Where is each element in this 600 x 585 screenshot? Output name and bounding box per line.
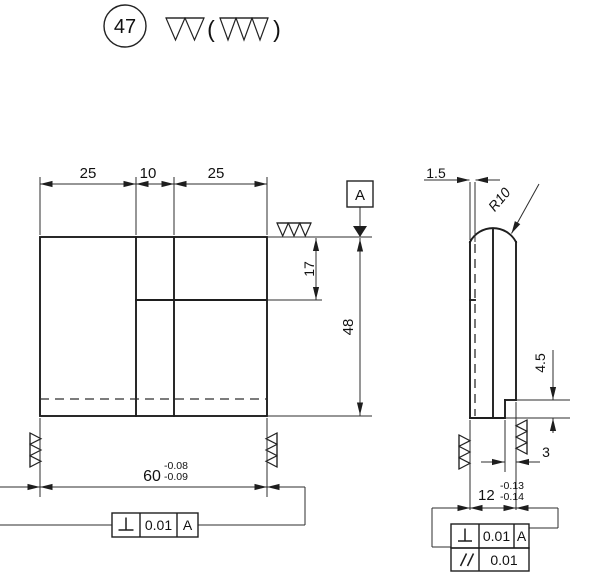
side-step-dimension-lines xyxy=(481,350,570,510)
dim-side-width-tol-upper: -0.13 xyxy=(500,480,524,492)
roughness-top-icon xyxy=(276,222,312,238)
side-fcf-row1-datum: A xyxy=(517,528,527,544)
datum-label: A xyxy=(355,187,365,204)
front-view: 25 10 25 17 48 A xyxy=(0,165,374,538)
front-top-dimension-lines xyxy=(39,177,268,235)
balloon-47: 47 xyxy=(103,4,147,48)
roughness-all-icon xyxy=(165,17,205,42)
dim-height-upper: 17 xyxy=(301,261,317,277)
balloon-circle xyxy=(103,4,147,48)
roughness-left-icon xyxy=(29,432,43,468)
side-view: 1.5 R10 4.5 3 xyxy=(424,165,570,572)
dim-width-tol-lower: -0.09 xyxy=(164,471,188,483)
roughness-side-right-icon xyxy=(514,419,528,455)
side-view-outline xyxy=(468,227,518,419)
dim-width-tol-upper: -0.08 xyxy=(164,460,188,472)
front-right-dimension-lines xyxy=(267,236,372,417)
roughness-exception-icon xyxy=(219,17,269,42)
front-fcf: 0.01 A xyxy=(0,512,305,538)
dim-top-right: 25 xyxy=(208,165,225,182)
side-fcf: 0.01 A 0.01 xyxy=(450,523,530,572)
radius-leader xyxy=(511,183,540,234)
parallelism-icon xyxy=(459,553,475,567)
datum-triangle-icon xyxy=(353,226,367,237)
side-fcf-row2-tolerance: 0.01 xyxy=(490,552,517,568)
note-open-paren: ( xyxy=(207,16,215,42)
datum-frame xyxy=(346,180,374,208)
dim-step-width: 3 xyxy=(542,444,550,460)
front-view-outline xyxy=(39,236,268,417)
roughness-right-icon xyxy=(264,432,278,468)
side-bottom-dimension-lines xyxy=(431,420,559,548)
dim-top-left: 25 xyxy=(80,165,97,182)
dim-side-width: 12 xyxy=(478,487,495,504)
dim-height-total: 48 xyxy=(340,319,357,336)
front-bottom-dimension-lines xyxy=(0,418,306,525)
perpendicularity-icon xyxy=(458,528,472,542)
front-fcf-tolerance: 0.01 xyxy=(145,517,172,533)
side-fcf-row1-tolerance: 0.01 xyxy=(483,528,510,544)
surface-finish-note: ( ) xyxy=(165,16,281,42)
dim-width-total: 60 xyxy=(143,468,161,485)
datum-feature-a: A xyxy=(346,180,374,237)
dim-top-mid: 10 xyxy=(140,165,157,182)
radius-label: R10 xyxy=(485,184,514,214)
perpendicularity-icon xyxy=(118,517,134,531)
note-close-paren: ) xyxy=(273,16,281,42)
front-fcf-datum: A xyxy=(183,517,193,533)
roughness-side-left-icon xyxy=(458,434,472,470)
dim-step-height: 4.5 xyxy=(532,353,548,373)
dim-thickness: 1.5 xyxy=(426,165,446,181)
dim-side-width-tol-lower: -0.14 xyxy=(500,491,524,503)
side-top-dimension-lines xyxy=(424,176,500,242)
balloon-number: 47 xyxy=(114,16,136,38)
